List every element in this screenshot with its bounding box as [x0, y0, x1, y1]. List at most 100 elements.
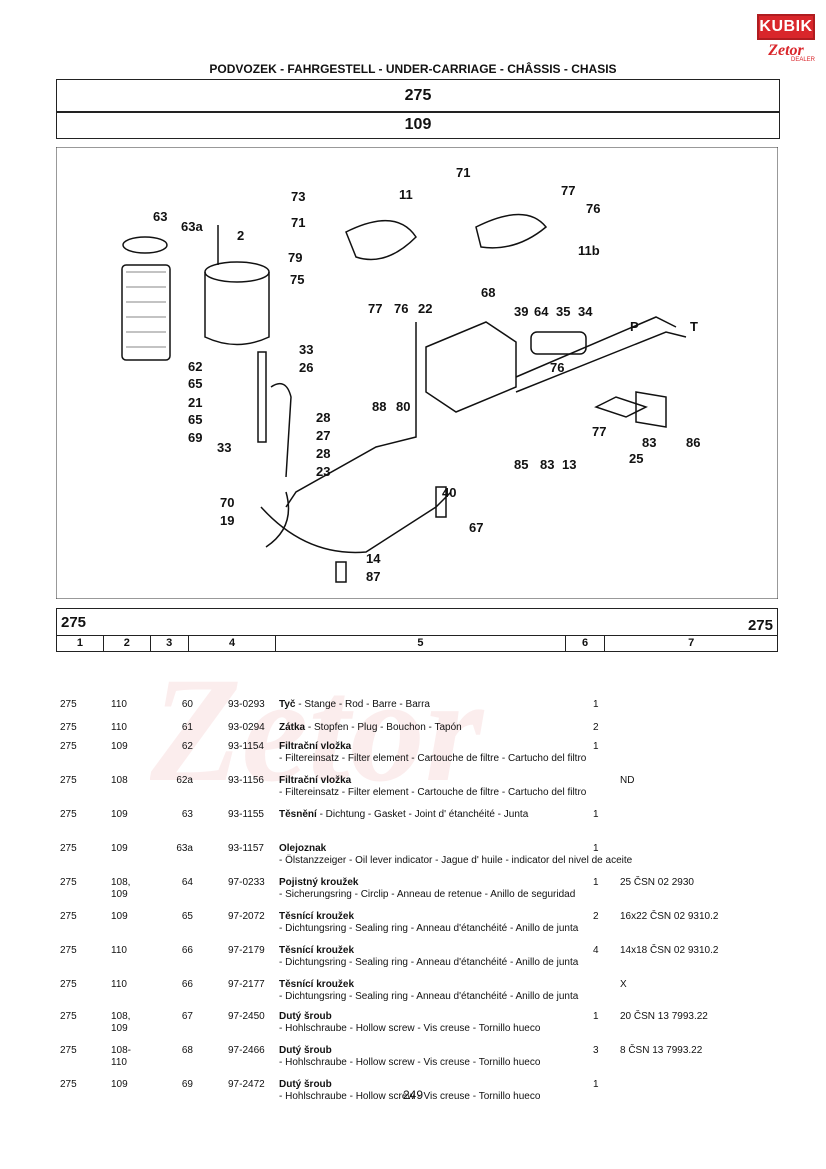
cell-group: 275: [60, 1045, 77, 1056]
cell-position: 65: [181, 911, 193, 922]
part-translations: - Ölstanzzeiger - Oil lever indicator - …: [279, 855, 633, 866]
part-translations: - Filtereinsatz - Filter element - Carto…: [279, 753, 587, 764]
part-name: Dutý šroub: [279, 1045, 332, 1056]
column-header: 6: [566, 636, 606, 651]
part-name: Těsnění: [279, 809, 317, 820]
part-translations: - Hohlschraube - Hollow screw - Vis creu…: [279, 1057, 541, 1068]
cell-description: Těsnící kroužek - Dichtungsring - Sealin…: [279, 945, 578, 969]
cell-position: 62: [181, 741, 193, 752]
part-callout: 28: [316, 410, 330, 425]
part-callout: 88: [372, 399, 386, 414]
cell-position: 67: [181, 1011, 193, 1022]
part-callout: 21: [188, 395, 202, 410]
cell-description: Tyč - Stange - Rod - Barre - Barra: [279, 699, 561, 711]
part-callout: 34: [578, 304, 593, 319]
cell-subgroup: 109: [111, 911, 128, 922]
cell-subgroup: 108: [111, 775, 128, 786]
cell-part-number: 97-2450: [228, 1011, 265, 1022]
column-header: 7: [688, 637, 695, 649]
cell-subgroup: 108, 109: [111, 877, 131, 900]
part-callout: 23: [316, 464, 330, 479]
part-callout: 73: [291, 189, 305, 204]
cell-part-number: 93-1157: [228, 843, 264, 854]
cell-description: Pojistný kroužek - Sicherungsring - Circ…: [279, 877, 575, 901]
cell-position: 63a: [176, 843, 193, 854]
cell-position: 66: [181, 945, 193, 956]
part-callout: 83: [642, 435, 656, 450]
subgroup-number: 109: [56, 111, 780, 139]
cell-position: 61: [181, 722, 193, 733]
cell-subgroup: 110: [111, 979, 127, 990]
cell-subgroup: 108, 109: [111, 1011, 131, 1034]
part-callout: 11: [399, 187, 413, 202]
cell-note: ND: [620, 775, 635, 786]
part-callout: 87: [366, 569, 380, 584]
part-callout: 39: [514, 304, 528, 319]
table-title-bar: 275 275: [56, 608, 778, 636]
part-callout: 13: [562, 457, 576, 472]
part-callout: 27: [316, 428, 330, 443]
part-callout: 71: [456, 165, 470, 180]
part-callout: 70: [220, 495, 234, 510]
cell-note: 14x18 ČSN 02 9310.2: [620, 945, 719, 956]
part-callout: 22: [418, 301, 432, 316]
part-callout: 67: [469, 520, 483, 535]
cell-group: 275: [60, 809, 77, 820]
part-callout: 11b: [578, 243, 600, 258]
part-translations: - Filtereinsatz - Filter element - Carto…: [279, 787, 587, 798]
cell-quantity: 2: [593, 911, 599, 922]
cell-subgroup: 109: [111, 741, 128, 752]
column-header: 5: [276, 636, 566, 651]
cell-part-number: 93-1156: [228, 775, 264, 786]
cell-part-number: 97-2472: [228, 1079, 265, 1090]
cell-group: 275: [60, 1011, 77, 1022]
cell-note: 25 ČSN 02 2930: [620, 877, 694, 888]
cell-quantity: 1: [593, 809, 599, 820]
cell-position: 62a: [176, 775, 193, 786]
cell-position: 63: [181, 809, 193, 820]
cell-quantity: 4: [593, 945, 599, 956]
part-callout: 35: [556, 304, 570, 319]
cell-quantity: 2: [593, 722, 599, 733]
part-translations: - Hohlschraube - Hollow screw - Vis creu…: [279, 1091, 541, 1102]
cell-group: 275: [60, 911, 77, 922]
cell-subgroup: 109: [111, 1079, 128, 1090]
part-callout: 2: [237, 228, 244, 243]
cell-position: 68: [181, 1045, 193, 1056]
part-callout: T: [690, 319, 698, 334]
part-callout: 76: [394, 301, 408, 316]
cell-position: 69: [181, 1079, 193, 1090]
cell-part-number: 97-2466: [228, 1045, 265, 1056]
part-callout: 63a: [181, 219, 203, 234]
cell-subgroup: 109: [111, 809, 128, 820]
part-callout: 75: [290, 272, 304, 287]
cell-group: 275: [60, 979, 77, 990]
cell-subgroup: 110: [111, 722, 127, 733]
part-name: Těsnící kroužek: [279, 945, 355, 956]
part-translations: - Dichtungsring - Sealing ring - Anneau …: [279, 923, 579, 934]
cell-group: 275: [60, 722, 77, 733]
cell-description: Filtrační vložka - Filtereinsatz - Filte…: [279, 741, 586, 765]
cell-position: 64: [181, 877, 193, 888]
logo-top-text: KUBIK: [757, 14, 815, 40]
part-callout: 76: [586, 201, 600, 216]
cell-group: 275: [60, 843, 77, 854]
cell-quantity: 1: [593, 741, 599, 752]
part-callout: P: [630, 319, 639, 334]
cell-part-number: 97-2177: [228, 979, 265, 990]
part-callout: 85: [514, 457, 528, 472]
cell-part-number: 97-2179: [228, 945, 265, 956]
part-callout: 26: [299, 360, 313, 375]
cell-part-number: 97-0233: [228, 877, 265, 888]
cell-note: X: [620, 979, 627, 990]
